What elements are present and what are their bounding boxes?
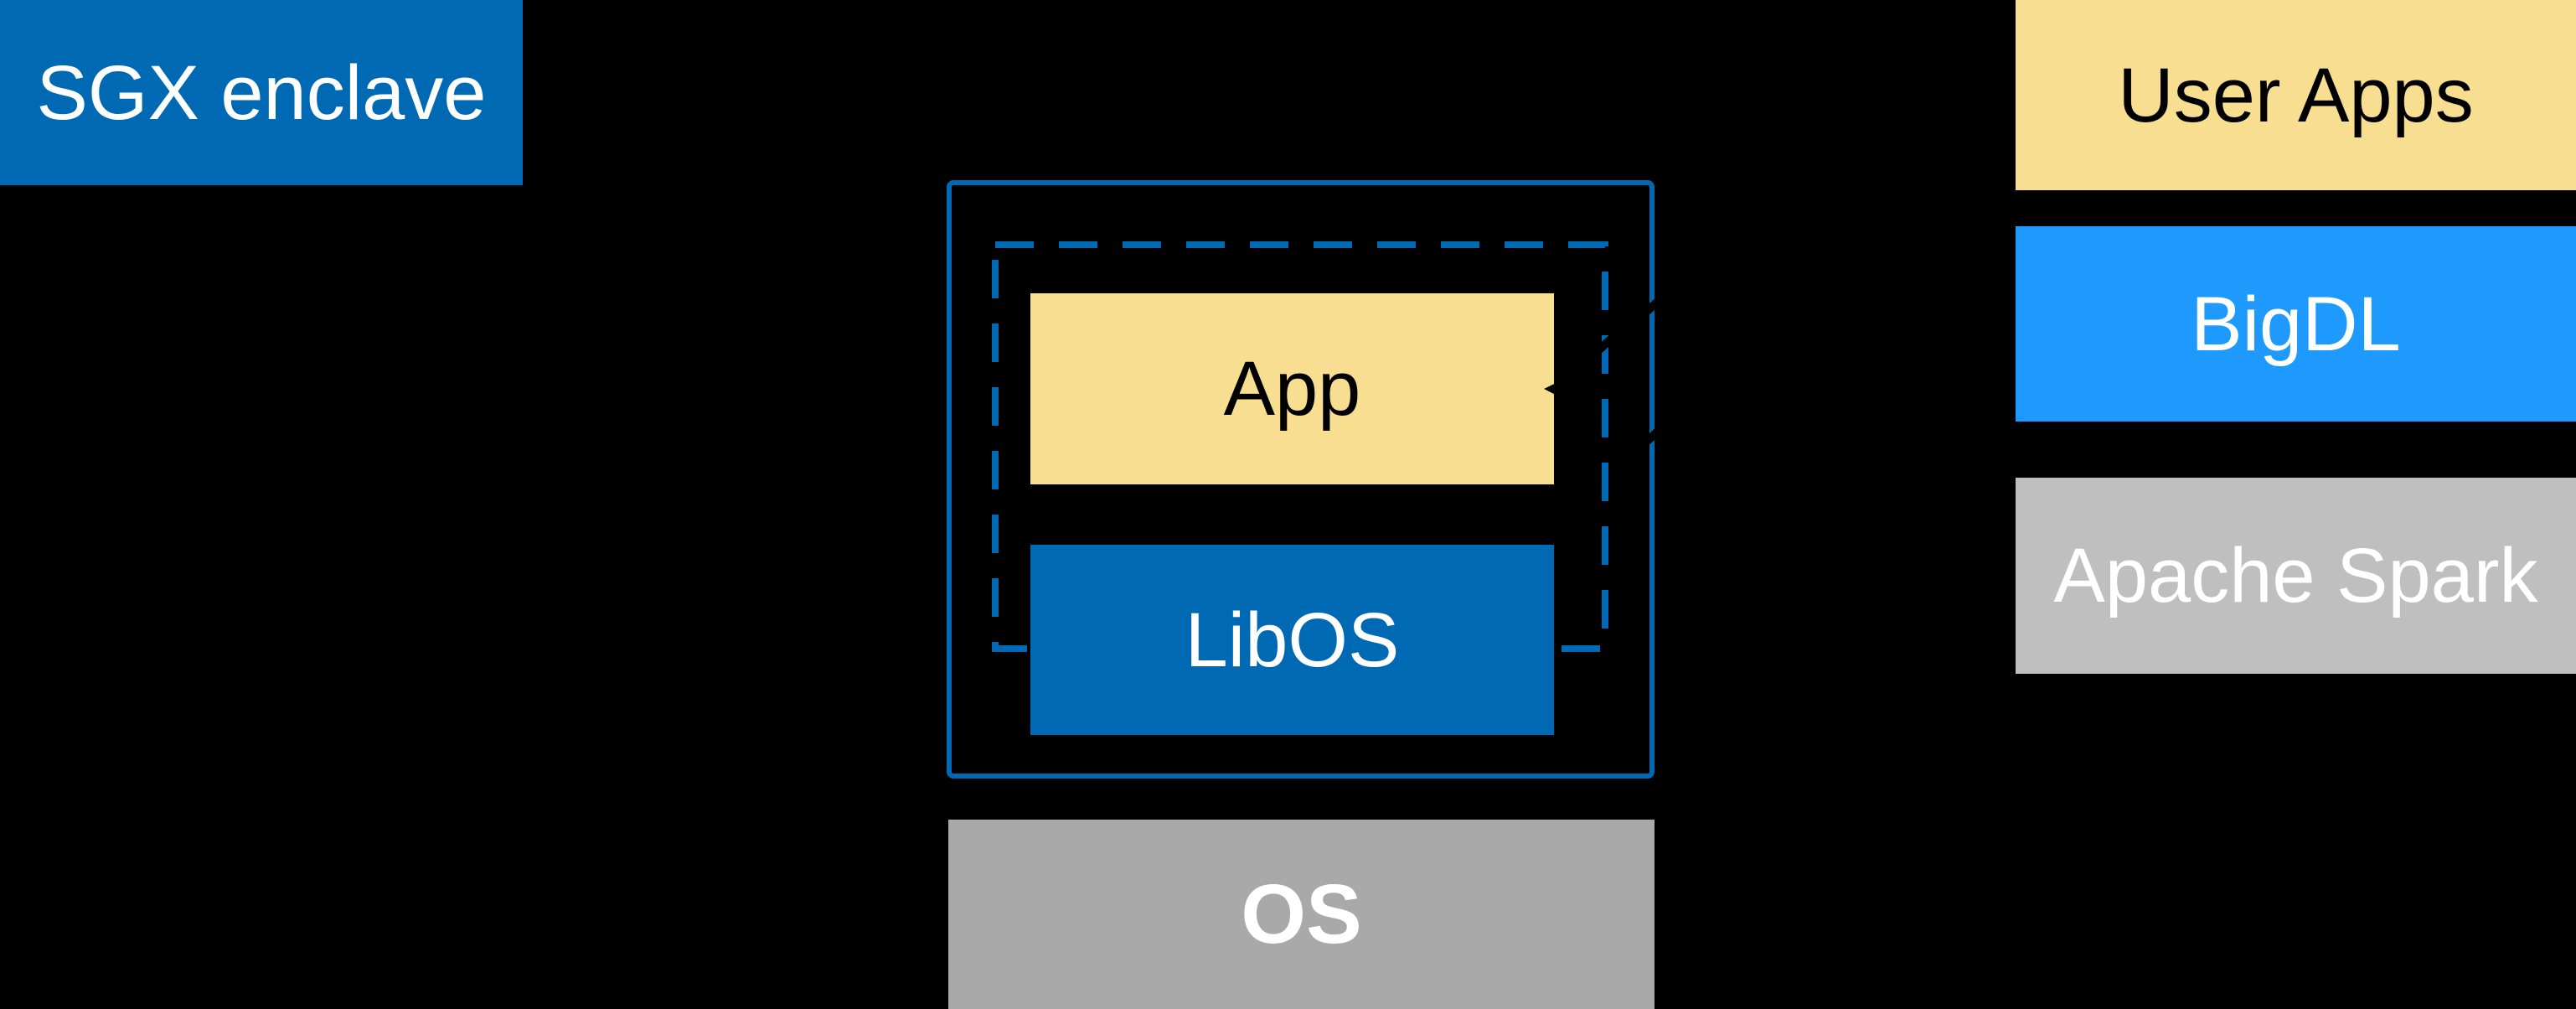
libos-label: LibOS [1185, 597, 1400, 683]
apache-spark-box: Apache Spark [2016, 478, 2576, 674]
os-label: OS [1241, 867, 1362, 961]
app-box: App [1030, 293, 1554, 484]
sgx-enclave-label: SGX enclave [36, 49, 487, 136]
libos-box: LibOS [1030, 545, 1554, 735]
user-apps-box: User Apps [2016, 0, 2576, 190]
host-process-outline [947, 180, 1655, 779]
apache-spark-label: Apache Spark [2053, 533, 2538, 618]
sgx-enclave-label-box: SGX enclave [0, 0, 523, 185]
bigdl-label: BigDL [2191, 281, 2401, 367]
app-label: App [1223, 346, 1361, 432]
bigdl-box: BigDL [2016, 226, 2576, 422]
user-apps-label: User Apps [2118, 52, 2474, 138]
os-box: OS [948, 820, 1655, 1009]
leader-dot-icon [519, 509, 530, 520]
